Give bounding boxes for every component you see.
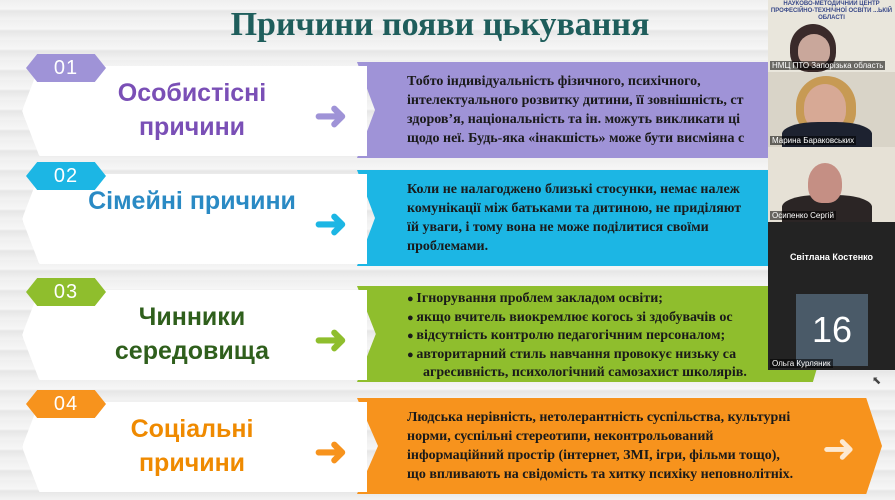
cause-row: Коли не налагоджено близькі стосунки, не… bbox=[22, 162, 892, 266]
category-label: Чинники середовища bbox=[114, 303, 270, 365]
participant-name: Осипенко Сергій bbox=[770, 211, 836, 220]
description-panel: Людська нерівність, нетолерантність сусп… bbox=[357, 398, 882, 494]
description-line: щодо неї. Будь-яка «інакшість» може бути… bbox=[407, 131, 745, 146]
participant-face bbox=[808, 163, 842, 203]
arrow-right-icon: ➜ bbox=[314, 318, 348, 362]
number-tab: 03 bbox=[26, 278, 106, 306]
video-tile[interactable]: Марина Бараковських bbox=[768, 72, 895, 147]
description-line: Людська нерівність, нетолерантність сусп… bbox=[407, 410, 791, 425]
participant-name: Марина Бараковських bbox=[770, 136, 857, 145]
description-panel: Ігнорування проблем закладом освіти;якщо… bbox=[357, 286, 827, 382]
participant-display-name: Світлана Костенко bbox=[789, 252, 874, 262]
participant-face bbox=[798, 34, 830, 66]
bullet-item: якщо вчитель виокремлює когось зі здобув… bbox=[407, 309, 827, 328]
arrow-right-icon: ➜ bbox=[314, 202, 348, 246]
number-tab: 04 bbox=[26, 390, 106, 418]
number-tab: 02 bbox=[26, 162, 106, 190]
cause-row: Ігнорування проблем закладом освіти;якщо… bbox=[22, 278, 892, 382]
category-label: Сімейні причини bbox=[88, 187, 296, 215]
arrow-right-icon: ➜ bbox=[822, 427, 856, 471]
arrow-right-icon: ➜ bbox=[314, 430, 348, 474]
participant-name: НМЦ ПТО Запорізька область bbox=[770, 61, 886, 70]
video-conference-panel: НАУКОВО-МЕТОДИЧНИЙ ЦЕНТР ПРОФЕСІЙНО-ТЕХН… bbox=[768, 0, 895, 370]
description-line: проблемами. bbox=[407, 239, 489, 254]
description-line: комунікації між батьками та дитиною, не … bbox=[407, 201, 742, 216]
mouse-cursor-icon: ⬉ bbox=[872, 375, 882, 387]
background-banner: НАУКОВО-МЕТОДИЧНИЙ ЦЕНТР ПРОФЕСІЙНО-ТЕХН… bbox=[770, 1, 893, 22]
category-label: Особистісні причини bbox=[117, 79, 267, 141]
description-line: що впливають на свідомість та хитку псих… bbox=[407, 467, 794, 482]
slide-title: Причини появи цькування bbox=[230, 6, 650, 43]
category-card: Особистісні причини ➜ bbox=[22, 66, 367, 156]
video-tile[interactable]: Світлана Костенко 16 Ольга Курляник bbox=[768, 222, 895, 370]
participant-name: Ольга Курляник bbox=[770, 359, 833, 368]
description-panel: Коли не налагоджено близькі стосунки, не… bbox=[357, 170, 807, 266]
description-panel: Тобто індивідуальність фізичного, психіч… bbox=[357, 62, 807, 158]
category-label: Соціальні причини bbox=[130, 415, 254, 477]
number-tab: 01 bbox=[26, 54, 106, 82]
arrow-right-icon: ➜ bbox=[314, 94, 348, 138]
description-line: здоров’я, національність та ін. можуть в… bbox=[407, 112, 741, 127]
cause-row: Людська нерівність, нетолерантність сусп… bbox=[22, 390, 892, 494]
participant-count-avatar: 16 bbox=[796, 294, 868, 366]
bullet-item: Ігнорування проблем закладом освіти; bbox=[407, 290, 827, 309]
video-tile[interactable]: НАУКОВО-МЕТОДИЧНИЙ ЦЕНТР ПРОФЕСІЙНО-ТЕХН… bbox=[768, 0, 895, 72]
description-line: норми, суспільні стереотипи, неконтрольо… bbox=[407, 429, 714, 444]
cause-row: Тобто індивідуальність фізичного, психіч… bbox=[22, 54, 892, 158]
description-line: інтелектуального розвитку дитини, її зов… bbox=[407, 93, 744, 108]
bullet-continuation: агресивність, психологічний самозахист ш… bbox=[423, 365, 747, 380]
video-tile[interactable]: Осипенко Сергій bbox=[768, 147, 895, 222]
bullet-item: відсутність контролю педагогічним персон… bbox=[407, 327, 827, 346]
description-line: Тобто індивідуальність фізичного, психіч… bbox=[407, 74, 701, 89]
bullet-item: авторитарний стиль навчання провокує низ… bbox=[407, 346, 827, 365]
description-line: їй уваги, і тому вона не може поділитися… bbox=[407, 220, 709, 235]
description-line: інформаційний простір (інтернет, ЗМІ, іг… bbox=[407, 448, 780, 463]
description-line: Коли не налагоджено близькі стосунки, не… bbox=[407, 182, 740, 197]
